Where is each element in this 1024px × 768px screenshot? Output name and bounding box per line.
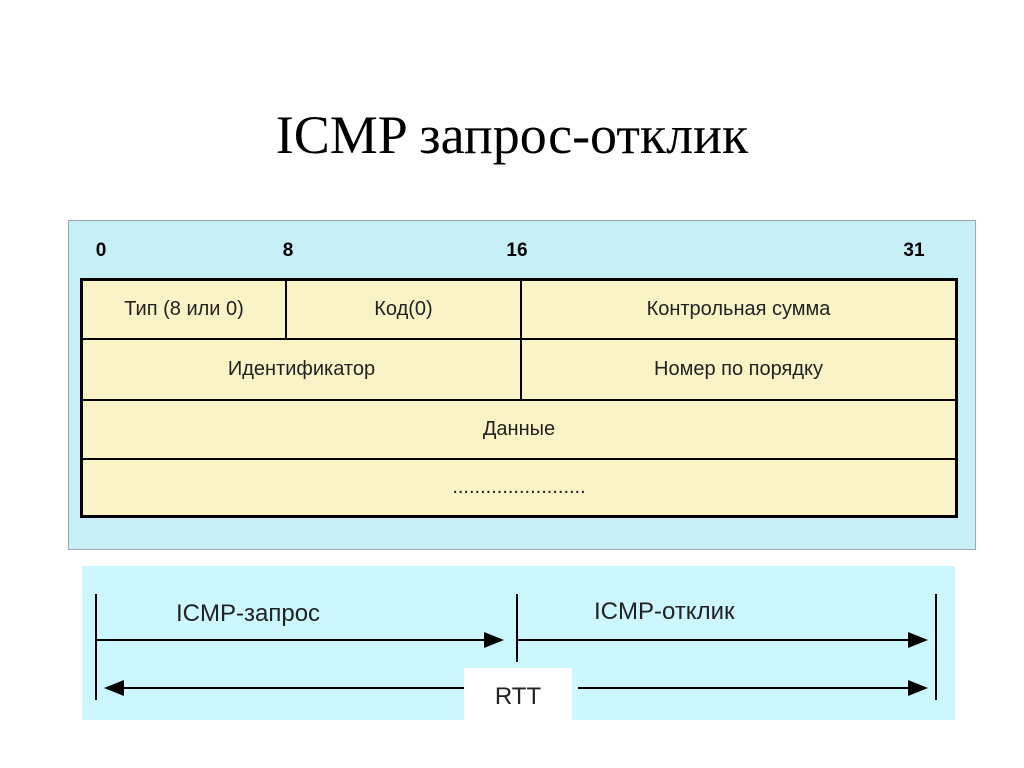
row-divider — [83, 399, 955, 401]
bit-position-16: 16 — [506, 240, 528, 261]
field-sequence-number: Номер по порядку — [654, 358, 823, 380]
field-data: Данные — [482, 418, 556, 440]
icmp-reply-label: ICMP-отклик — [594, 598, 735, 625]
reply-arrow-head — [908, 632, 928, 648]
field-checksum: Контрольная сумма — [646, 298, 831, 320]
bit-position-31: 31 — [903, 240, 925, 261]
column-divider — [285, 281, 287, 338]
rtt-arrow-left-head — [104, 680, 124, 696]
request-arrow-head — [484, 632, 504, 648]
slide-title: ICMP запрос-отклик — [275, 105, 749, 165]
field-identifier: Идентификатор — [227, 358, 376, 380]
field-type: Тип (8 или 0) — [124, 298, 244, 320]
column-divider — [520, 281, 522, 399]
bit-position-0: 0 — [95, 240, 107, 261]
row-divider — [83, 338, 955, 340]
bit-position-8: 8 — [282, 240, 294, 261]
icmp-request-label: ICMP-запрос — [176, 600, 321, 627]
field-code: Код(0) — [374, 298, 433, 320]
rtt-arrow-right-head — [908, 680, 928, 696]
field-data-continuation: ........................ — [452, 476, 586, 498]
row-divider — [83, 458, 955, 460]
rtt-label: RTT — [464, 668, 572, 726]
icmp-header-grid: Тип (8 или 0) Код(0) Контрольная сумма И… — [80, 278, 958, 518]
